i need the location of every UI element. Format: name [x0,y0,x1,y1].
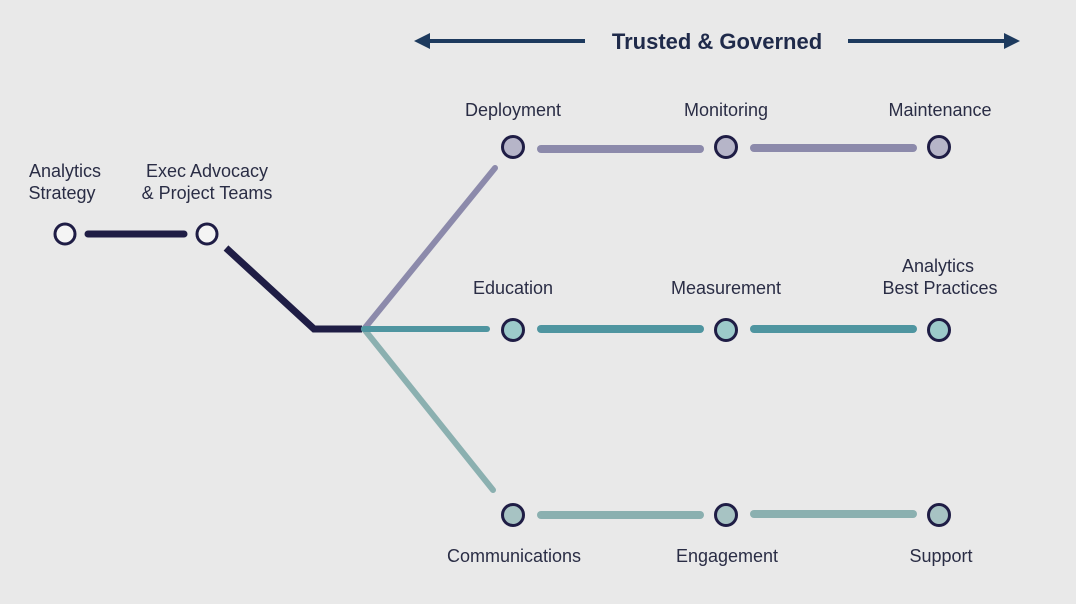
node-communications [501,503,525,527]
label-analytics-strategy-1: Analytics [29,161,101,181]
node-best-practices [927,318,951,342]
node-deployment [501,135,525,159]
header-arrow-left [414,33,585,49]
label-exec-advocacy-1: Exec Advocacy [146,161,268,181]
node-measurement [714,318,738,342]
node-engagement [714,503,738,527]
node-monitoring [714,135,738,159]
label-monitoring: Monitoring [684,100,768,120]
node-exec-advocacy [195,222,219,246]
header-arrow-right [848,33,1020,49]
label-education: Education [473,278,553,298]
node-support [927,503,951,527]
top-branch-line [361,165,498,332]
label-deployment: Deployment [465,100,561,120]
label-maintenance: Maintenance [888,100,991,120]
label-support: Support [909,546,972,566]
label-communications: Communications [447,546,581,566]
label-best-practices-1: Analytics [902,256,974,276]
start-track [84,230,362,333]
label-measurement: Measurement [671,278,781,298]
node-education [501,318,525,342]
bottom-branch-line [361,326,496,493]
node-maintenance [927,135,951,159]
label-best-practices-2: Best Practices [882,278,997,298]
label-exec-advocacy-2: & Project Teams [142,183,273,203]
label-engagement: Engagement [676,546,778,566]
label-analytics-strategy-2: Strategy [28,183,95,203]
header-title: Trusted & Governed [612,29,822,54]
node-analytics-strategy [53,222,77,246]
